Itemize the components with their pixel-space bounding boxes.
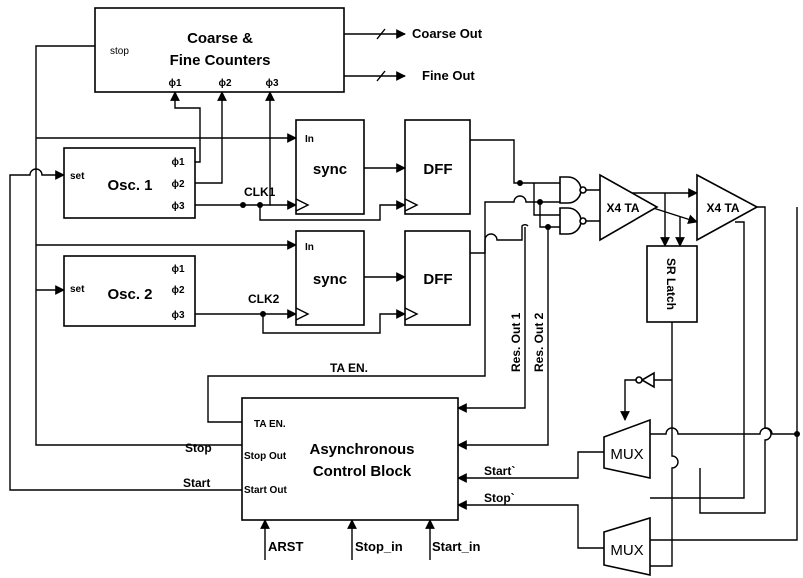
dff1-to-gate2-wire — [533, 183, 560, 216]
fine-out-bus-mark — [376, 70, 386, 82]
counters-stop-pin: stop — [110, 46, 129, 57]
sync2-in-pin: In — [305, 242, 314, 253]
acb-start-out-pin: Start Out — [244, 485, 287, 496]
wires — [9, 28, 800, 567]
coarse-fine-counters-block: stop Coarse & Fine Counters ϕ1 ϕ2 ϕ3 — [94, 7, 345, 93]
osc2-phi1-pin: ϕ1 — [171, 264, 184, 275]
res-out2-wire — [457, 227, 549, 450]
sync1-title: sync — [313, 161, 347, 178]
res-out1-wire — [457, 227, 526, 413]
mux2-title: MUX — [610, 542, 643, 559]
osc1-phi2-pin: ϕ2 — [171, 179, 184, 190]
acb-stop-out-pin: Stop Out — [244, 451, 287, 462]
acb-title-line1: Asynchronous — [309, 441, 414, 458]
sync1-in-pin: In — [305, 134, 314, 145]
start-prime-label: Start` — [484, 464, 515, 478]
mux1-title: MUX — [610, 446, 643, 463]
osc1-phi3-pin: ϕ3 — [171, 201, 184, 212]
clk2-to-dff2-wire — [262, 309, 406, 334]
ta2-out-wire-b — [650, 221, 745, 499]
dff1-clock-pin — [404, 198, 419, 212]
osc1-set-pin: set — [70, 171, 85, 182]
and-gate-2-bubble — [579, 217, 587, 225]
mux1-block: MUX — [603, 418, 651, 479]
coarse-out-label: Coarse Out — [412, 26, 483, 41]
ta1-amplifier: X4 TA — [599, 173, 659, 242]
stop-in-label: Stop_in — [355, 539, 403, 554]
inverter — [640, 371, 655, 389]
ta2-out-wire — [699, 206, 772, 514]
clk1-label: CLK1 — [244, 185, 276, 199]
mux2-block: MUX — [603, 516, 651, 576]
dff1-title: DFF — [423, 161, 452, 178]
signal-labels: Coarse Out Fine Out CLK1 CLK2 TA EN. Sto… — [183, 26, 546, 554]
coarse-out-bus-mark — [376, 28, 386, 40]
and-gate-1 — [559, 176, 582, 204]
inverter-bubble — [635, 376, 643, 384]
ta2-amplifier: X4 TA — [696, 173, 759, 242]
and-gate-1-bubble — [579, 186, 587, 194]
res-out1-label: Res. Out 1 — [509, 312, 523, 372]
start-label: Start — [183, 476, 210, 490]
acb-title-line2: Control Block — [313, 463, 412, 480]
dff2-block: DFF — [404, 230, 471, 326]
osc2-title: Osc. 2 — [107, 286, 152, 303]
dff2-to-gate2-wire — [539, 202, 560, 228]
clk2-label: CLK2 — [248, 292, 280, 306]
right-bus-to-mux1-wire — [650, 427, 797, 435]
dff1-block: DFF — [404, 119, 471, 215]
counters-phi1-pin: ϕ1 — [168, 78, 181, 89]
osc1-phi1-wire — [170, 91, 201, 163]
osc2-phi2-pin: ϕ2 — [171, 285, 184, 296]
stop-label: Stop — [185, 441, 212, 455]
sync2-clock-pin — [295, 307, 310, 321]
fine-out-label: Fine Out — [422, 68, 475, 83]
dff2-title: DFF — [423, 271, 452, 288]
sr-latch-to-mux2-wire — [650, 380, 679, 567]
arst-label: ARST — [268, 539, 303, 554]
osc2-set-pin: set — [70, 284, 85, 295]
dff2-out-wire — [470, 195, 560, 254]
sync1-clock-pin — [295, 198, 310, 212]
async-control-block: TA EN. Stop Out Start Out Asynchronous C… — [241, 397, 459, 521]
counters-title-line2: Fine Counters — [170, 52, 271, 69]
acb-ta-en-pin: TA EN. — [254, 419, 286, 430]
stop-prime-wire — [457, 500, 604, 549]
res-out2-label: Res. Out 2 — [532, 312, 546, 372]
sync2-title: sync — [313, 271, 347, 288]
dff2-clock-pin — [404, 307, 419, 321]
counters-phi2-pin: ϕ2 — [218, 78, 231, 89]
counters-phi3-pin: ϕ3 — [265, 78, 278, 89]
start-in-label: Start_in — [432, 539, 480, 554]
and-gate-2 — [559, 207, 582, 235]
start-prime-wire — [457, 451, 604, 483]
osc1-phi2-wire — [195, 91, 227, 184]
osc1-title: Osc. 1 — [107, 177, 152, 194]
counters-title-line1: Coarse & — [187, 30, 253, 47]
sr-latch-block: SR Latch — [646, 245, 698, 323]
dff1-out-wire — [470, 139, 560, 184]
osc1-block: set Osc. 1 ϕ1 ϕ2 ϕ3 — [63, 147, 196, 219]
clk1-to-dff1-wire — [259, 200, 406, 221]
ta-en-label: TA EN. — [330, 361, 368, 375]
ta2-title: X4 TA — [706, 201, 739, 215]
ta1-title: X4 TA — [606, 201, 639, 215]
osc2-block: set Osc. 2 ϕ1 ϕ2 ϕ3 — [63, 255, 196, 327]
sr-latch-title: SR Latch — [664, 258, 678, 310]
right-bus-wire — [650, 207, 798, 541]
start-bus-wire — [9, 168, 242, 491]
stop-prime-label: Stop` — [484, 491, 515, 505]
osc1-phi1-pin: ϕ1 — [171, 157, 184, 168]
inv-to-mux-wire — [620, 379, 642, 421]
osc2-phi3-pin: ϕ3 — [171, 310, 184, 321]
sync1-block: In sync — [295, 119, 365, 215]
ta1-to-ta2-wire-b — [649, 206, 698, 224]
ta-en-wire — [207, 224, 529, 423]
sync2-block: In sync — [295, 230, 365, 326]
